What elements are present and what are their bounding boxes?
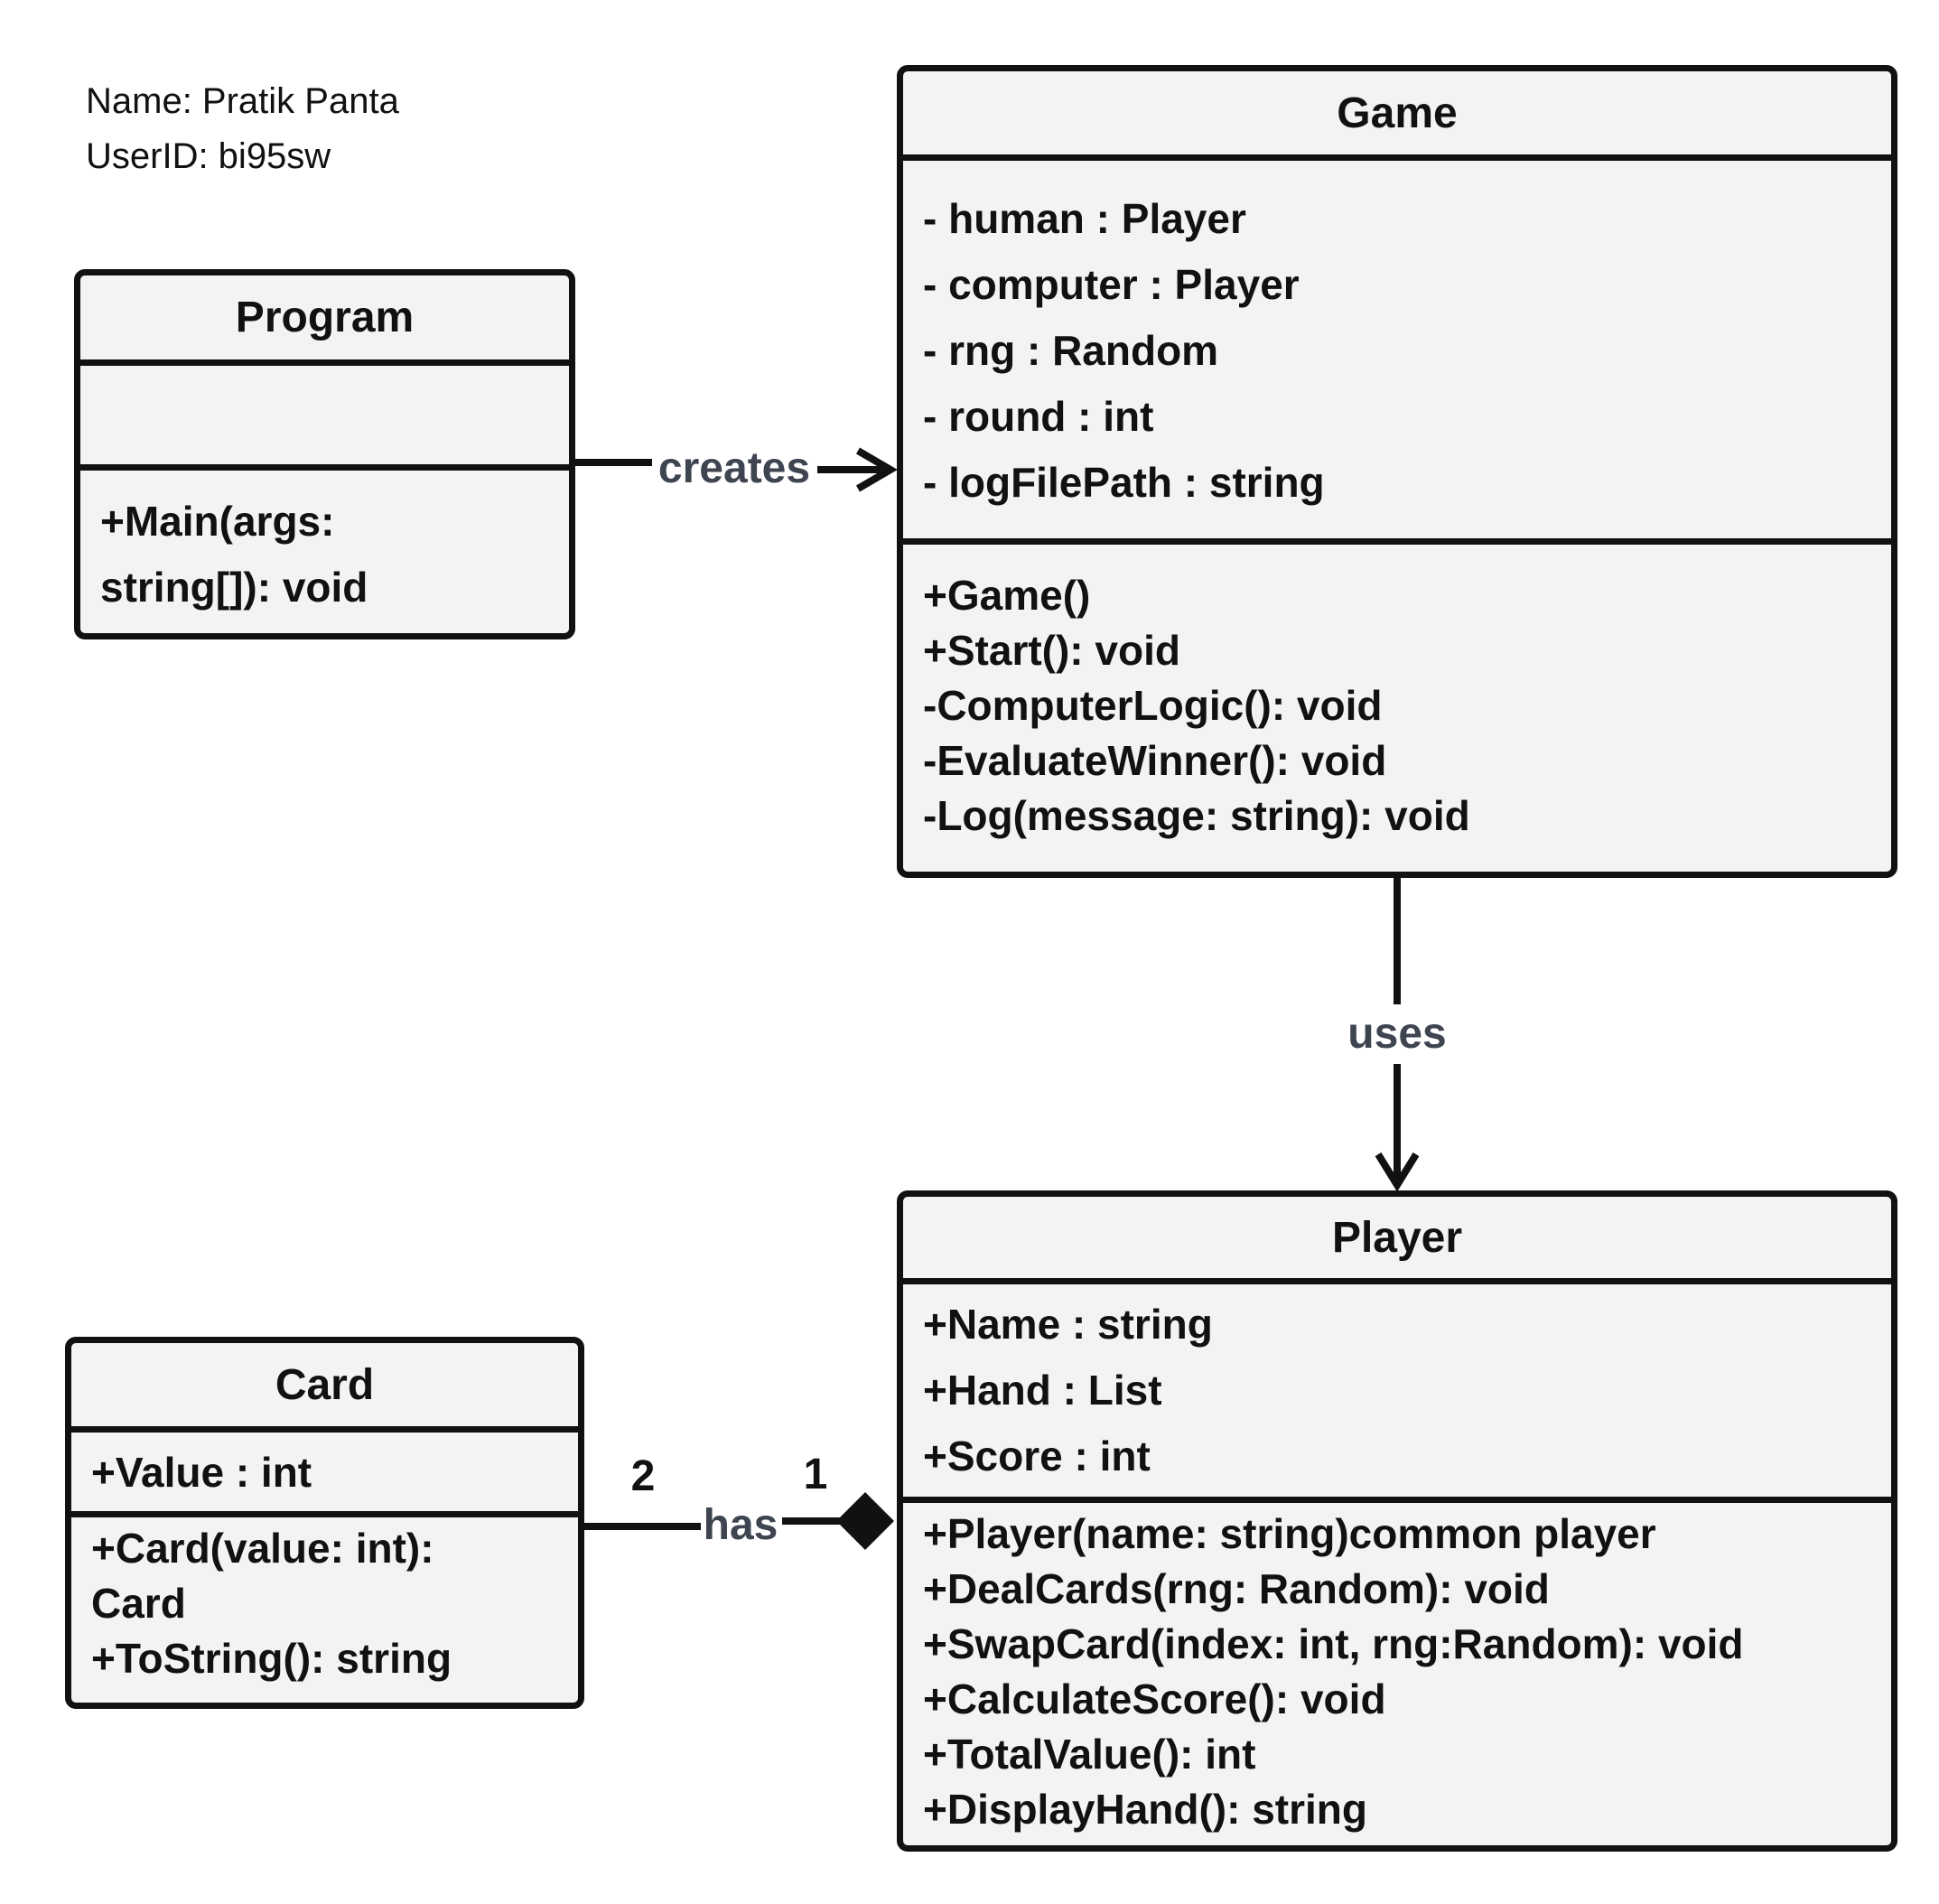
method-line: +ToString(): string [91,1635,452,1682]
class-program[interactable]: Program +Main(args: string[]): void [74,269,575,639]
has-label: has [704,1501,778,1549]
method-line: +DealCards(rng: Random): void [923,1565,1550,1612]
class-player[interactable]: Player +Name : string +Hand : List +Scor… [897,1190,1897,1852]
author-userid: UserID: bi95sw [86,136,331,176]
attribute-line: +Hand : List [923,1367,1162,1414]
class-player-title: Player [903,1197,1891,1284]
class-card-title: Card [71,1343,578,1433]
uses-label: uses [1347,1010,1446,1058]
method-line: +Player(name: string)common player [923,1510,1656,1557]
class-card-attributes: +Value : int [71,1433,578,1517]
method-line: +SwapCard(index: int, rng:Random): void [923,1620,1744,1667]
relation-has: has 2 1 [584,1451,894,1550]
attribute-line: +Score : int [923,1433,1151,1479]
relation-uses: uses [1347,878,1447,1192]
attribute-line: - rng : Random [923,327,1219,374]
method-line: +CalculateScore(): void [923,1675,1386,1722]
multiplicity-card: 2 [631,1452,656,1500]
method-line: string[]): void [100,564,368,611]
method-line: -ComputerLogic(): void [923,682,1383,729]
class-game[interactable]: Game - human : Player - computer : Playe… [897,65,1897,878]
class-game-title: Game [903,71,1891,161]
method-line: -EvaluateWinner(): void [923,737,1387,784]
class-player-methods: +Player(name: string)common player +Deal… [903,1503,1891,1837]
method-line: +Card(value: int): [91,1525,434,1572]
method-line: +Start(): void [923,627,1180,674]
uses-arrowhead [1375,1152,1420,1192]
attribute-line: - round : int [923,393,1154,440]
attribute-line: - human : Player [923,195,1246,242]
class-card-methods: +Card(value: int): Card +ToString(): str… [71,1517,578,1686]
class-program-methods: +Main(args: string[]): void [80,471,569,621]
multiplicity-player: 1 [804,1451,828,1498]
class-card[interactable]: Card +Value : int +Card(value: int): Car… [65,1337,584,1709]
composition-diamond-icon [836,1492,894,1550]
method-line: +DisplayHand(): string [923,1786,1368,1833]
method-line: Card [91,1580,186,1627]
attribute-line: +Name : string [923,1301,1213,1348]
method-line: +TotalValue(): int [923,1731,1256,1778]
attribute-line: - computer : Player [923,261,1300,308]
class-game-attributes: - human : Player - computer : Player - r… [903,161,1891,545]
relation-creates: creates [575,444,898,492]
creates-arrowhead [855,447,898,492]
author-name: Name: Pratik Panta [86,81,399,121]
method-line: -Log(message: string): void [923,792,1470,839]
method-line: +Main(args: [100,498,335,545]
creates-label: creates [658,444,810,492]
class-player-attributes: +Name : string +Hand : List +Score : int [903,1284,1891,1503]
class-program-attributes [80,366,569,471]
attribute-line: - logFilePath : string [923,459,1325,506]
method-line: +Game() [923,572,1091,619]
attribute-line: +Value : int [91,1449,312,1496]
class-game-methods: +Game() +Start(): void -ComputerLogic():… [903,545,1891,844]
class-program-title: Program [80,275,569,366]
